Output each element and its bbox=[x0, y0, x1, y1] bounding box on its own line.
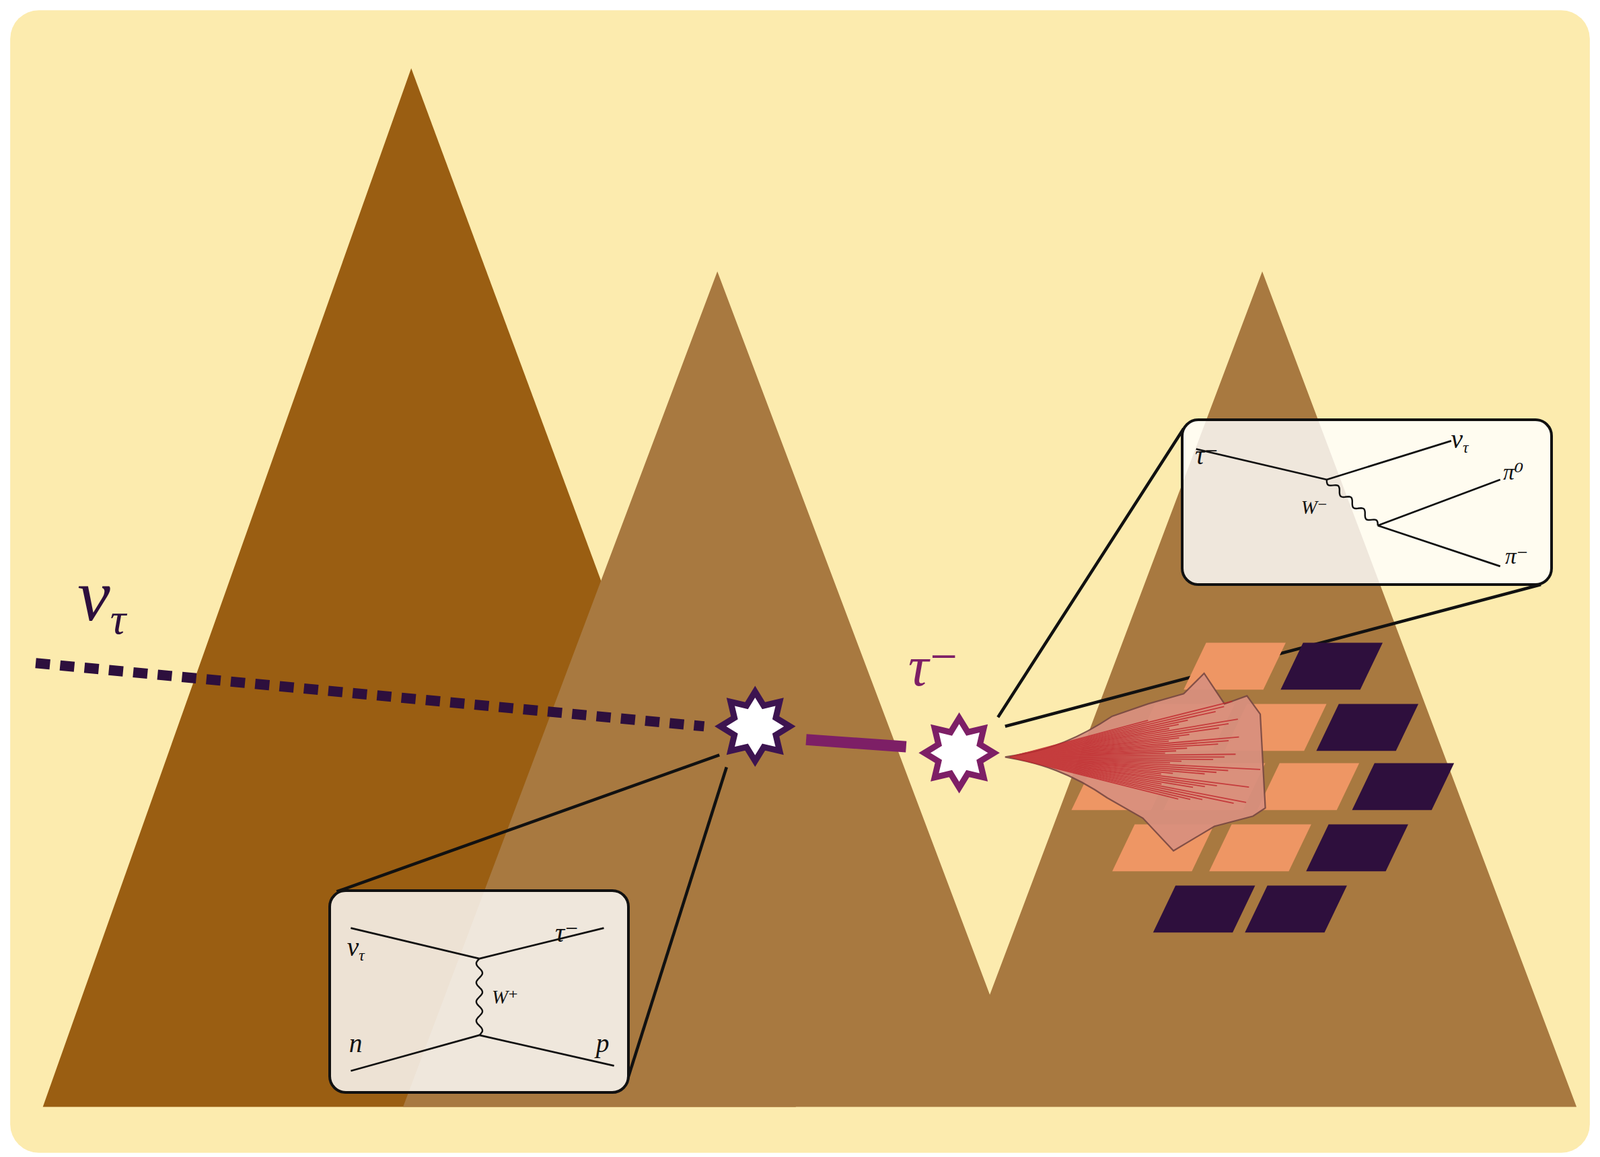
particle-name: ντ bbox=[77, 559, 126, 642]
particle-label: π⁻ bbox=[1505, 544, 1529, 568]
leader-line bbox=[627, 767, 727, 1080]
particle-label: ντ bbox=[1451, 426, 1469, 457]
interaction-star bbox=[720, 691, 790, 761]
background bbox=[10, 10, 1590, 1154]
feynman-lines bbox=[331, 892, 632, 1097]
particle-label: p bbox=[596, 1030, 610, 1058]
leader-line bbox=[997, 428, 1184, 718]
particle-label: π⁰ bbox=[1503, 460, 1524, 484]
particle-label: ντ bbox=[347, 934, 365, 965]
feynman-lines bbox=[1183, 421, 1557, 589]
particle-label: τ⁻ bbox=[1194, 442, 1219, 469]
tau-track bbox=[806, 740, 907, 748]
particle-label: n bbox=[349, 1030, 363, 1058]
particle-label: W⁺ bbox=[491, 987, 519, 1008]
neutrino-track bbox=[35, 663, 704, 727]
feynman-diagram-box: τ⁻ ντ π⁰ W⁻ π⁻ bbox=[1180, 418, 1554, 587]
interaction-star bbox=[924, 718, 994, 788]
particle-label: W⁻ bbox=[1301, 497, 1328, 518]
particle-label: τ⁻ bbox=[555, 920, 579, 947]
feynman-diagram-box: ντ τ⁻ W⁺ n p bbox=[328, 889, 630, 1094]
particle-name: τ⁻ bbox=[908, 637, 959, 696]
leader-line bbox=[336, 754, 720, 892]
particle-shower bbox=[1005, 673, 1266, 852]
